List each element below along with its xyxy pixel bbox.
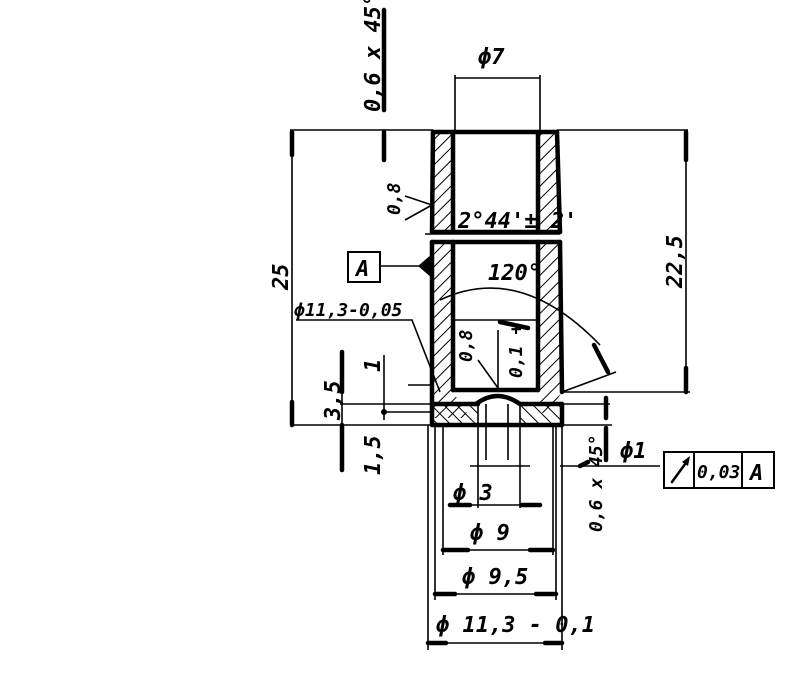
runout-frame: 0,03 A <box>663 451 775 489</box>
dim-1-5-label: 1,5 <box>361 435 386 475</box>
upper-height-label: 22,5 <box>663 235 688 289</box>
dim-3-5-label: 3,5 <box>321 380 346 421</box>
surface-finish-inner-label: 0,8 <box>456 329 477 362</box>
dia-9-5-label: ϕ 9,5 <box>462 565 528 590</box>
dia-9-label: ϕ 9 <box>470 521 510 546</box>
datum-a-label: A <box>354 257 369 282</box>
inner-tolerance-label: 0,1 + <box>506 324 527 378</box>
included-angle-label: 120° <box>488 261 541 286</box>
dia-11-3-label: ϕ 11,3 - 0,1 <box>436 613 595 638</box>
shoulder-dia-label: ϕ11,3-0,05 <box>294 300 403 321</box>
dimension-texts: ϕ7 0,6 x 45° 0,8 2°44'± 2' 120° 25 22,5 … <box>269 0 688 638</box>
taper-angle-label: 2°44'± 2' <box>457 209 577 234</box>
datum-a-box: A <box>347 251 381 283</box>
chamfer-bottom-label: 0,6 x 45° <box>586 434 607 532</box>
part-outline <box>429 129 565 428</box>
dimension-lines <box>289 7 690 650</box>
dia-3-label: ϕ 3 <box>453 481 493 506</box>
top-bore-dia-label: ϕ7 <box>478 45 505 70</box>
chamfer-top-label: 0,6 x 45° <box>361 0 386 112</box>
surface-finish-top-label: 0,8 <box>384 182 405 215</box>
overall-height-label: 25 <box>269 264 294 292</box>
runout-datum-label: A <box>748 461 763 486</box>
runout-value-label: 0,03 <box>697 462 740 483</box>
dim-1-label: 1 <box>361 359 386 372</box>
hole-small-label: ϕ1 <box>620 439 647 464</box>
